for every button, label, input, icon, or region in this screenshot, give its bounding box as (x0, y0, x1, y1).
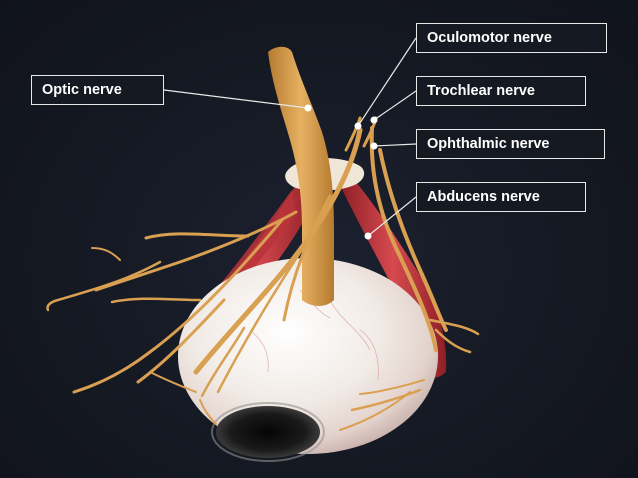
leader-lines (163, 37, 417, 237)
dot-trochlear (370, 116, 378, 124)
leader-oculomotor (357, 37, 417, 127)
cornea-pupil (216, 406, 320, 458)
dot-ophthalmic (370, 142, 378, 150)
label-trochlear-nerve: Trochlear nerve (416, 76, 586, 106)
leader-abducens (367, 196, 417, 237)
leader-dots (304, 104, 378, 240)
label-oculomotor-nerve: Oculomotor nerve (416, 23, 607, 53)
leader-ophthalmic (373, 143, 417, 147)
cornea-rim (211, 402, 325, 462)
label-ophthalmic-nerve: Ophthalmic nerve (416, 129, 605, 159)
optic-nerve (268, 46, 334, 306)
dot-abducens (364, 232, 372, 240)
leader-trochlear (373, 90, 417, 121)
dot-optic (304, 104, 312, 112)
dot-oculomotor (354, 122, 362, 130)
label-abducens-nerve: Abducens nerve (416, 182, 586, 212)
label-optic-nerve: Optic nerve (31, 75, 164, 105)
leader-optic (163, 89, 309, 109)
nerve-branches (46, 116, 480, 431)
